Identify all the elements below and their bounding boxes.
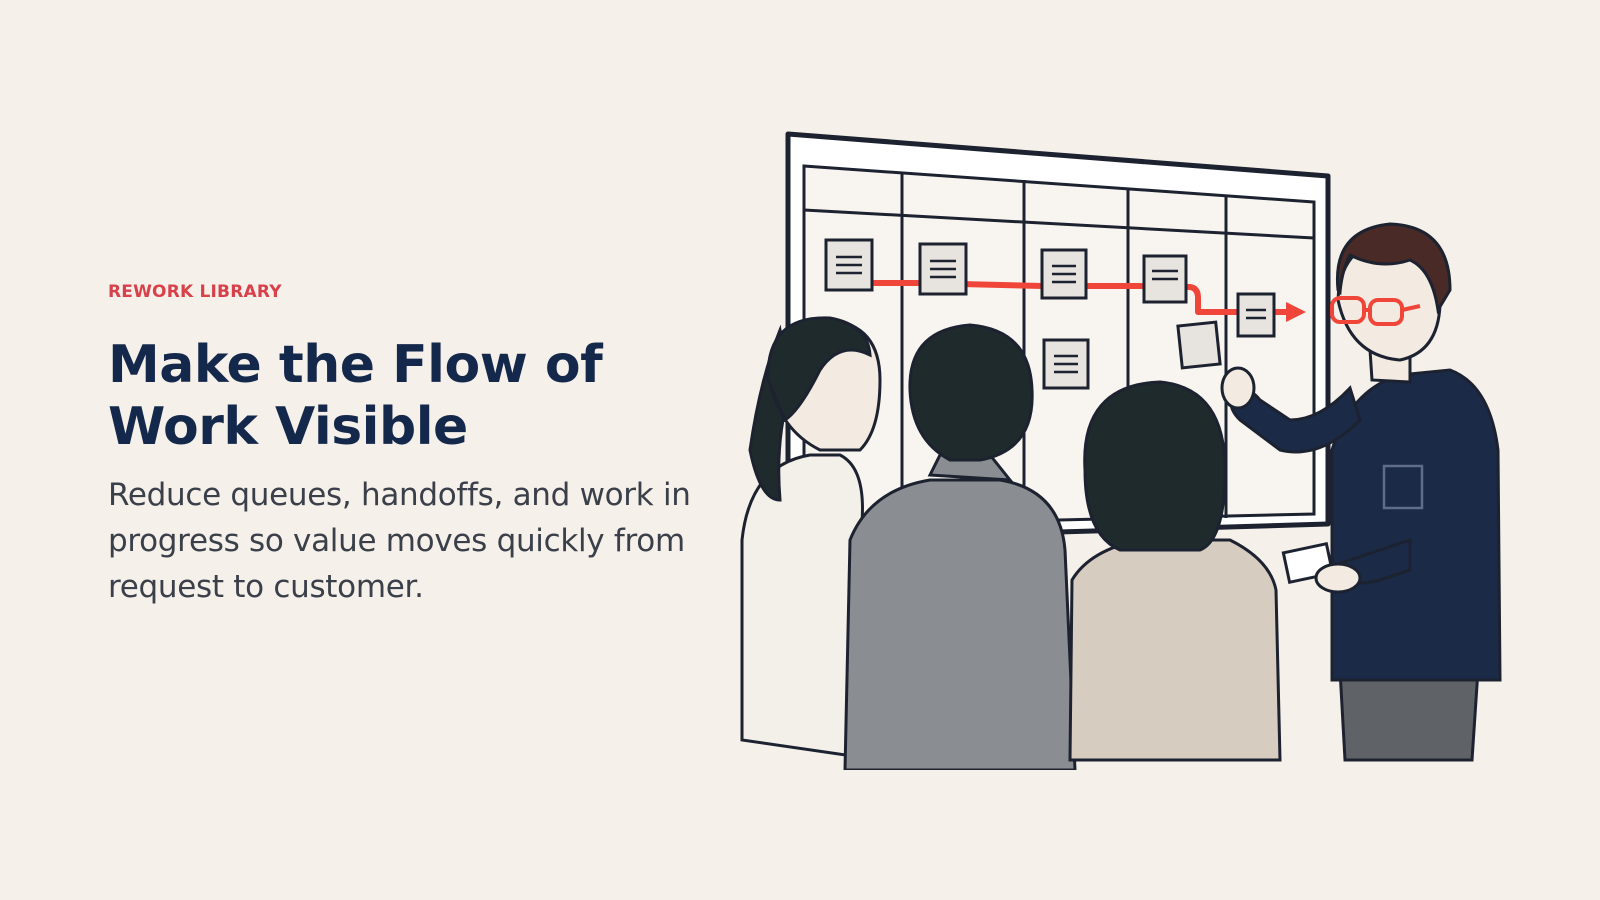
slide-title: Make the Flow of Work Visible	[108, 335, 603, 457]
team-member-icon	[843, 323, 1077, 770]
kanban-team-illustration	[740, 131, 1502, 770]
text-column: REWORK LIBRARY Make the Flow of Work Vis…	[108, 282, 698, 610]
presenter-icon	[1220, 222, 1502, 762]
flow-arrow-icon	[867, 280, 1306, 322]
team-member-icon	[1068, 380, 1282, 762]
eyebrow-label: REWORK LIBRARY	[108, 282, 282, 302]
slide-subtitle: Reduce queues, handoffs, and work in pro…	[108, 477, 691, 605]
